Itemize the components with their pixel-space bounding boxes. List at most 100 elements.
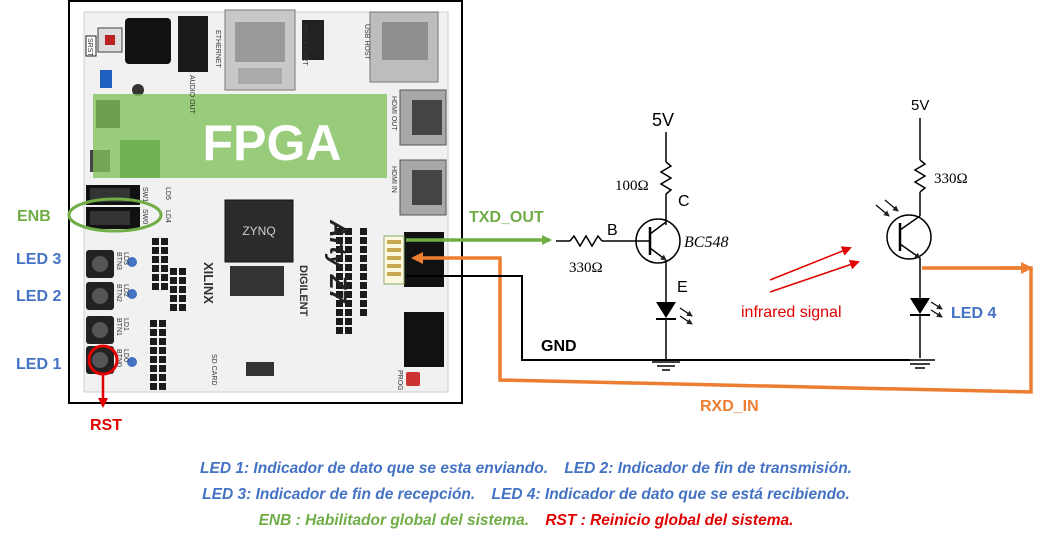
jumper-blue [100,70,112,88]
header-pin [360,309,367,316]
header-pin [345,309,352,316]
silk-prog: PROG [396,370,403,391]
header-pin [345,291,352,298]
tx-ground-icon [652,361,680,371]
silk-ld1: LD1 [122,318,129,331]
header-pin [152,238,159,245]
header-pin [170,268,177,275]
header-pin [360,228,367,235]
silk-sd-card: SD CARD [210,354,217,386]
rx-collector-resistor [913,159,927,193]
header-pin [345,300,352,307]
header-pin [336,255,343,262]
header-pin [336,237,343,244]
header-pin [150,383,157,390]
header-pin [152,247,159,254]
prog-uart-connector [302,20,324,60]
silk-btn2: BTN2 [115,284,122,302]
header-pin [345,273,352,280]
zynq-label: ZYNQ [242,224,275,238]
silk-hdmi-in: HDMI IN [390,166,397,193]
arty-z7-board: ZYNQ FPGA Arty Z7 XILINX DIGILENT ETHERN… [68,0,463,404]
header-pin [170,295,177,302]
silk-ld4: LD4 [164,210,171,223]
silk-btn0: BTN0 [115,349,122,367]
header-pin [360,255,367,262]
header-pin [161,238,168,245]
silk-ld3: LD3 [122,252,129,265]
silk-ethernet: ETHERNET [214,30,221,68]
usb-host-port [369,11,439,83]
header-pin [159,383,166,390]
fpga-label: FPGA [203,115,342,171]
label-led2: LED 2 [16,288,61,305]
tx-pin-b: B [607,222,618,239]
silk-ld2: LD2 [122,284,129,297]
rxd-in-wire [411,252,1033,394]
header-pin [161,283,168,290]
header-pin [360,273,367,280]
tx-transistor [635,218,681,264]
silk-ld0: LD0 [122,349,129,362]
header-pin [345,255,352,262]
rx-circuit: 5V 330Ω [875,97,968,369]
header-pin [336,327,343,334]
header-pin [150,374,157,381]
hdmi-in-port [399,159,447,216]
header-pin [152,283,159,290]
infrared-arrows [769,246,860,293]
header-pin [161,265,168,272]
rx-ground-icon [905,359,935,369]
led-dot-2 [127,289,137,299]
label-enb: ENB [17,208,51,225]
header-pin [170,304,177,311]
legend-line-3: ENB : Habilitador global del sistema. RS… [0,511,1052,531]
silk-xilinx: XILINX [201,262,216,304]
header-pin [170,277,177,284]
header-pin [345,264,352,271]
legend-line-2: LED 3: Indicador de fin de recepción. LE… [0,485,1052,505]
silk-btn1: BTN1 [115,318,122,336]
silk-audio-out: AUDIO OUT [188,75,195,115]
label-rxd-in: RXD_IN [700,398,759,415]
tx-transistor-label: BC548 [684,234,728,251]
silk-btn3: BTN3 [115,252,122,270]
ethernet-port [224,9,296,91]
header-pin [159,320,166,327]
header-pin [152,256,159,263]
header-pin [360,264,367,271]
label-rst: RST [90,417,122,434]
legend-led4: LED 4: Indicador de dato que se está rec… [491,486,850,503]
header-pin [159,356,166,363]
tx-circuit: 5V 100Ω C 330Ω B BC548 E [556,110,728,371]
header-pin [360,291,367,298]
header-pin [170,286,177,293]
label-gnd: GND [541,338,577,355]
header-pin [179,277,186,284]
header-pin [360,300,367,307]
label-txd-out: TXD_OUT [469,209,544,226]
srst-button [85,27,123,57]
header-pin [360,246,367,253]
led4-icon [910,298,943,318]
label-infrared: infrared signal [741,304,842,321]
audio-out-connector [178,16,208,72]
header-pin [152,274,159,281]
legend-line-1: LED 1: Indicador de dato que se esta env… [0,459,1052,479]
silk-sw1: SW1 [141,187,148,202]
header-pin [150,365,157,372]
pmod-headers [150,228,367,390]
legend-rst: RST : Reinicio global del sistema. [545,512,794,529]
led-dot-3 [127,257,137,267]
header-pin [150,329,157,336]
hdmi-out-port [399,89,447,146]
tx-rc-label: 100Ω [615,178,649,194]
silk-sw0: SW0 [141,209,148,224]
header-pin [159,347,166,354]
rx-vcc-label: 5V [911,97,929,114]
silk-ld5: LD5 [164,187,171,200]
header-pin [345,318,352,325]
header-pin [336,282,343,289]
header-pin [179,268,186,275]
